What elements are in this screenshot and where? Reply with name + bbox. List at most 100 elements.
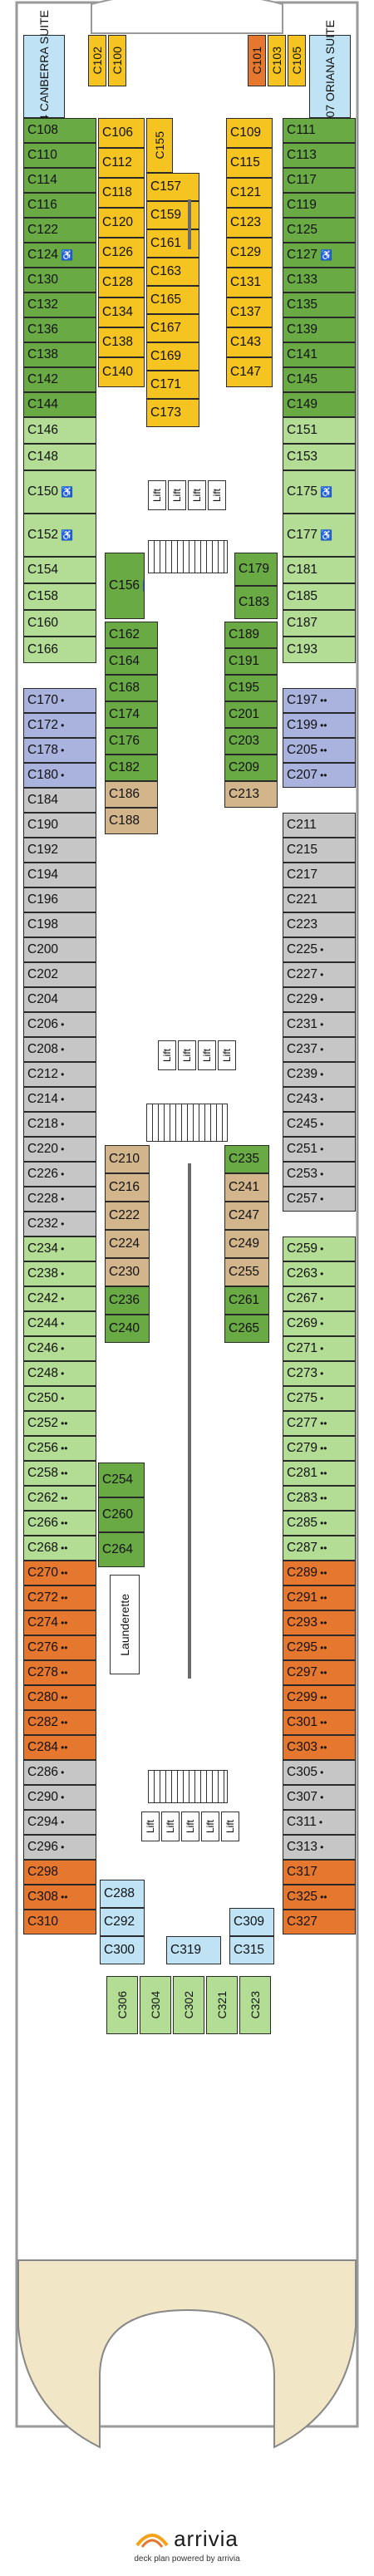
cabin-c206[interactable]: C206• bbox=[23, 1012, 96, 1037]
cabin-c249[interactable]: C249 bbox=[224, 1230, 269, 1258]
cabin-c304[interactable]: C304 bbox=[140, 1976, 171, 2034]
cabin-c114[interactable]: C114 bbox=[23, 168, 96, 193]
cabin-c226[interactable]: C226• bbox=[23, 1162, 96, 1187]
cabin-c277[interactable]: C277•• bbox=[283, 1411, 356, 1436]
cabin-c116[interactable]: C116 bbox=[23, 193, 96, 218]
cabin-c137[interactable]: C137 bbox=[226, 297, 273, 327]
cabin-c282[interactable]: C282•• bbox=[23, 1710, 96, 1735]
cabin-c261[interactable]: C261 bbox=[224, 1286, 269, 1315]
cabin-c283[interactable]: C283•• bbox=[283, 1486, 356, 1511]
cabin-c212[interactable]: C212• bbox=[23, 1062, 96, 1087]
cabin-c266[interactable]: C266•• bbox=[23, 1511, 96, 1536]
cabin-c258[interactable]: C258•• bbox=[23, 1461, 96, 1486]
cabin-c207[interactable]: C207•• bbox=[283, 763, 356, 788]
cabin-c112[interactable]: C112 bbox=[98, 148, 145, 178]
cabin-c294[interactable]: C294• bbox=[23, 1810, 96, 1835]
cabin-c175[interactable]: C175♿ bbox=[283, 470, 356, 514]
cabin-c311[interactable]: C311• bbox=[283, 1810, 356, 1835]
cabin-c205[interactable]: C205•• bbox=[283, 738, 356, 763]
cabin-c220[interactable]: C220• bbox=[23, 1137, 96, 1162]
cabin-c152[interactable]: C152♿ bbox=[23, 514, 96, 557]
cabin-c209[interactable]: C209 bbox=[224, 755, 278, 781]
cabin-c188[interactable]: C188 bbox=[105, 808, 158, 834]
cabin-c253[interactable]: C253• bbox=[283, 1162, 356, 1187]
cabin-c163[interactable]: C163 bbox=[146, 258, 199, 286]
cabin-c278[interactable]: C278•• bbox=[23, 1660, 96, 1685]
cabin-c303[interactable]: C303•• bbox=[283, 1735, 356, 1760]
cabin-c183[interactable]: C183 bbox=[234, 586, 278, 619]
cabin-c313[interactable]: C313• bbox=[283, 1835, 356, 1860]
cabin-c260[interactable]: C260 bbox=[98, 1497, 145, 1532]
cabin-c291[interactable]: C291•• bbox=[283, 1585, 356, 1610]
cabin-c251[interactable]: C251• bbox=[283, 1137, 356, 1162]
cabin-c104 canberra suite[interactable]: C104 CANBERRA SUITE bbox=[23, 10, 65, 143]
cabin-c240[interactable]: C240 bbox=[105, 1315, 150, 1343]
cabin-c135[interactable]: C135 bbox=[283, 293, 356, 317]
cabin-c127[interactable]: C127♿ bbox=[283, 243, 356, 268]
cabin-c180[interactable]: C180• bbox=[23, 763, 96, 788]
cabin-c237[interactable]: C237• bbox=[283, 1037, 356, 1062]
cabin-c184[interactable]: C184 bbox=[23, 788, 96, 813]
cabin-c202[interactable]: C202 bbox=[23, 962, 96, 987]
cabin-c252[interactable]: C252•• bbox=[23, 1411, 96, 1436]
cabin-c264[interactable]: C264 bbox=[98, 1532, 145, 1567]
cabin-c201[interactable]: C201 bbox=[224, 701, 278, 728]
cabin-c194[interactable]: C194 bbox=[23, 863, 96, 887]
cabin-c217[interactable]: C217 bbox=[283, 863, 356, 887]
cabin-c117[interactable]: C117 bbox=[283, 168, 356, 193]
cabin-c193[interactable]: C193 bbox=[283, 637, 356, 663]
cabin-c179[interactable]: C179 bbox=[234, 553, 278, 586]
cabin-c121[interactable]: C121 bbox=[226, 178, 273, 208]
cabin-c106[interactable]: C106 bbox=[98, 118, 145, 148]
cabin-c157[interactable]: C157 bbox=[146, 173, 199, 201]
cabin-c222[interactable]: C222 bbox=[105, 1202, 150, 1230]
cabin-c238[interactable]: C238• bbox=[23, 1261, 96, 1286]
cabin-c268[interactable]: C268•• bbox=[23, 1536, 96, 1561]
cabin-c210[interactable]: C210 bbox=[105, 1145, 150, 1173]
cabin-c215[interactable]: C215 bbox=[283, 838, 356, 863]
cabin-c174[interactable]: C174 bbox=[105, 701, 158, 728]
cabin-c192[interactable]: C192 bbox=[23, 838, 96, 863]
cabin-c162[interactable]: C162 bbox=[105, 622, 158, 648]
cabin-c274[interactable]: C274•• bbox=[23, 1610, 96, 1635]
cabin-c267[interactable]: C267• bbox=[283, 1286, 356, 1311]
cabin-c265[interactable]: C265 bbox=[224, 1315, 269, 1343]
cabin-c196[interactable]: C196 bbox=[23, 887, 96, 912]
cabin-c221[interactable]: C221 bbox=[283, 887, 356, 912]
cabin-c102[interactable]: C102 bbox=[88, 35, 106, 86]
cabin-c224[interactable]: C224 bbox=[105, 1230, 150, 1258]
cabin-c241[interactable]: C241 bbox=[224, 1173, 269, 1202]
cabin-c290[interactable]: C290• bbox=[23, 1785, 96, 1810]
cabin-c177[interactable]: C177♿ bbox=[283, 514, 356, 557]
cabin-c246[interactable]: C246• bbox=[23, 1336, 96, 1361]
cabin-c307[interactable]: C307• bbox=[283, 1785, 356, 1810]
cabin-c308[interactable]: C308•• bbox=[23, 1885, 96, 1910]
cabin-c218[interactable]: C218• bbox=[23, 1112, 96, 1137]
cabin-c245[interactable]: C245• bbox=[283, 1112, 356, 1137]
cabin-c271[interactable]: C271• bbox=[283, 1336, 356, 1361]
cabin-c186[interactable]: C186 bbox=[105, 781, 158, 808]
cabin-c214[interactable]: C214• bbox=[23, 1087, 96, 1112]
cabin-c159[interactable]: C159 bbox=[146, 201, 199, 229]
cabin-c299[interactable]: C299•• bbox=[283, 1685, 356, 1710]
cabin-c185[interactable]: C185 bbox=[283, 583, 356, 610]
cabin-c325[interactable]: C325•• bbox=[283, 1885, 356, 1910]
cabin-c101[interactable]: C101 bbox=[248, 35, 266, 86]
cabin-c298[interactable]: C298 bbox=[23, 1860, 96, 1885]
cabin-c191[interactable]: C191 bbox=[224, 648, 278, 675]
cabin-c321[interactable]: C321 bbox=[206, 1976, 238, 2034]
cabin-c147[interactable]: C147 bbox=[226, 357, 273, 387]
cabin-c164[interactable]: C164 bbox=[105, 648, 158, 675]
cabin-c108[interactable]: C108 bbox=[23, 118, 96, 143]
cabin-c146[interactable]: C146 bbox=[23, 417, 96, 444]
cabin-c145[interactable]: C145 bbox=[283, 367, 356, 392]
cabin-c228[interactable]: C228• bbox=[23, 1187, 96, 1212]
cabin-c148[interactable]: C148 bbox=[23, 444, 96, 470]
cabin-c297[interactable]: C297•• bbox=[283, 1660, 356, 1685]
cabin-c138[interactable]: C138 bbox=[23, 342, 96, 367]
cabin-c130[interactable]: C130 bbox=[23, 268, 96, 293]
cabin-c262[interactable]: C262•• bbox=[23, 1486, 96, 1511]
cabin-c256[interactable]: C256•• bbox=[23, 1436, 96, 1461]
cabin-c231[interactable]: C231• bbox=[283, 1012, 356, 1037]
cabin-c151[interactable]: C151 bbox=[283, 417, 356, 444]
